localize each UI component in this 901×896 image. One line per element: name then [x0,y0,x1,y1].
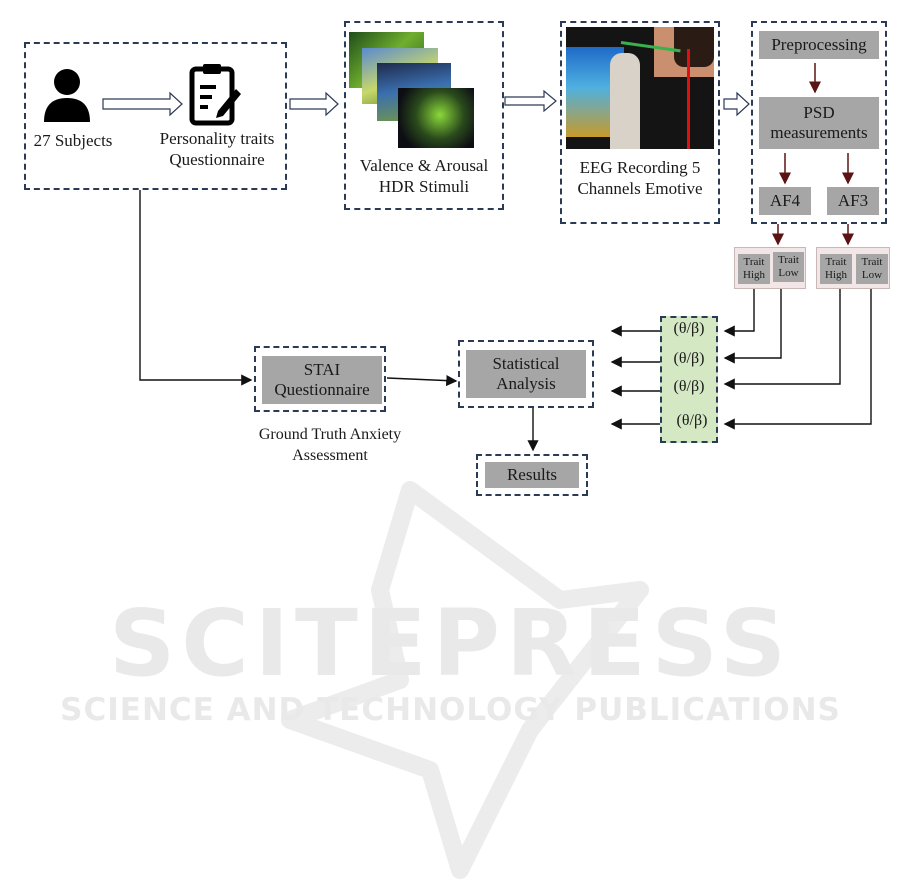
eeg-box [560,21,720,224]
analysis-inner: Statistical Analysis [466,350,586,398]
trait-high-af3-line1: Trait [825,256,847,268]
block-arrow-4 [723,91,750,117]
trait-group-af3: Trait High Trait Low [816,247,890,289]
ratio-4: (θ/β) [676,412,708,429]
psd-box: PSD measurements [759,97,879,149]
person-icon [44,69,90,122]
trait-low-af4: Trait Low [773,252,804,282]
psd-line2: measurements [770,123,868,142]
watermark-emblem [281,481,649,879]
ground-truth-line1: Ground Truth Anxiety [258,426,402,443]
block-arrow-1 [102,91,183,117]
stimuli-line2: HDR Stimuli [378,177,470,196]
trait-high-af4-line2: High [743,269,765,281]
eeg-photo [566,27,714,149]
eeg-line2: Channels Emotive [577,179,703,198]
trait-low-af3: Trait Low [856,254,888,284]
stai-box [254,346,386,412]
af3-box: AF3 [827,187,879,215]
trait-low-af4-line2: Low [778,267,799,279]
analysis-line2: Analysis [496,374,556,393]
ratio-2: (θ/β) [673,350,705,367]
ground-truth-label: Ground Truth Anxiety Assessment [240,424,420,466]
trait-low-af3-line1: Trait [861,256,883,268]
preprocessing-box: Preprocessing [759,31,879,59]
subjects-questionnaire-box [24,42,287,190]
analysis-line1: Statistical [492,354,560,373]
af4-box: AF4 [759,187,811,215]
trait-low-af3-line2: Low [861,269,883,281]
ratio-3: (θ/β) [673,378,705,395]
ratio-column [660,316,718,443]
results-box [476,454,588,496]
analysis-box [458,340,594,408]
pipeline-box [751,21,887,224]
trait-high-af3-line2: High [825,269,847,281]
trait-high-af4: Trait High [738,254,770,284]
psd-line1: PSD [803,103,835,122]
stimuli-box [344,21,504,210]
stai-line2: Questionnaire [274,380,370,399]
clipboard-icon [189,64,241,126]
block-arrow-2 [289,91,339,117]
block-arrow-3 [504,89,557,113]
stimuli-label: Valence & Arousal HDR Stimuli [344,155,504,197]
ratio-1: (θ/β) [673,320,705,337]
results-inner: Results [485,462,579,488]
stimuli-line1: Valence & Arousal [359,156,489,175]
trait-high-af3: Trait High [820,254,852,284]
trait-low-af4-line1: Trait [778,254,799,266]
watermark-title: SCITEPRESS [108,590,793,697]
ground-truth-line2: Assessment [292,447,368,464]
watermark-subtitle: SCIENCE AND TECHNOLOGY PUBLICATIONS [60,692,841,728]
questionnaire-label: Personality traits Questionnaire [147,128,287,170]
trait-group-af4: Trait High Trait Low [734,247,806,289]
eeg-line1: EEG Recording 5 [579,158,701,177]
subjects-label: 27 Subjects [33,131,113,150]
questionnaire-line2: Questionnaire [169,150,265,169]
stai-inner: STAI Questionnaire [262,356,382,404]
trait-high-af4-line1: Trait [743,256,765,268]
eeg-label: EEG Recording 5 Channels Emotive [560,157,720,199]
questionnaire-line1: Personality traits [159,129,275,148]
stai-line1: STAI [303,360,341,379]
